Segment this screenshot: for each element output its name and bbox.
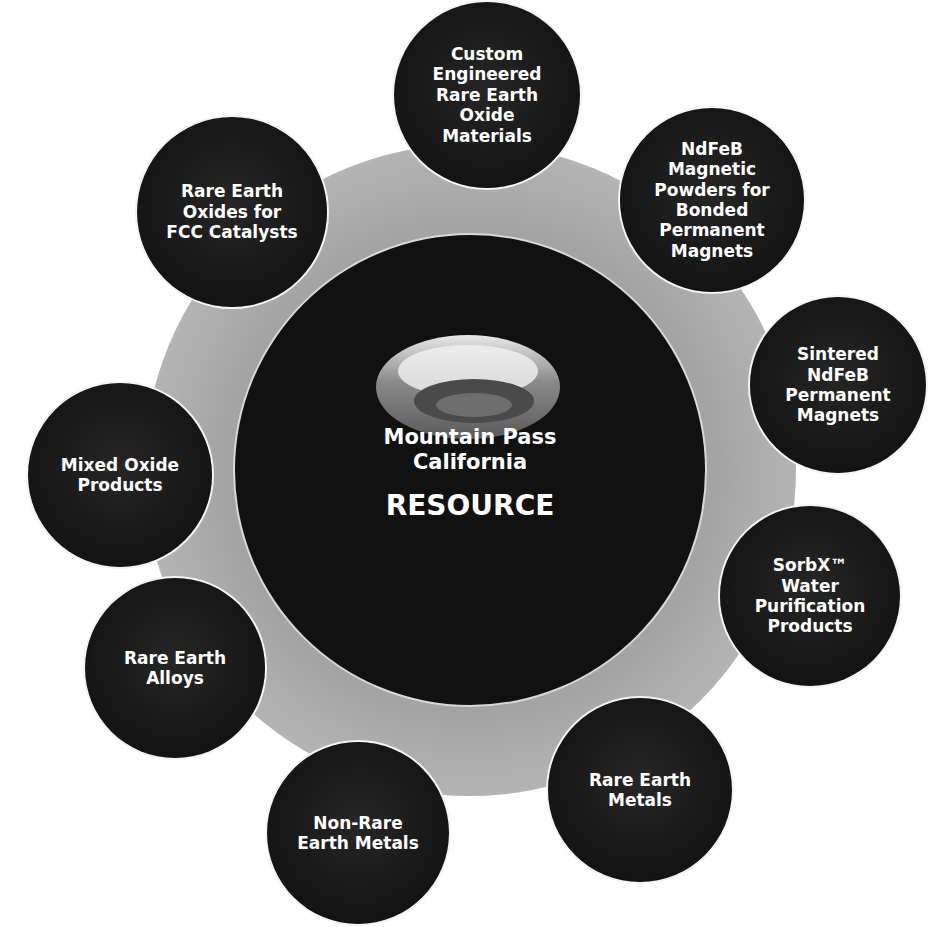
circle-text-wrap: Custom Engineered Rare Earth Oxide Mater… (421, 44, 553, 146)
product-label: Mixed Oxide Products (55, 455, 186, 496)
circle-text-wrap: SorbX™ Water Purification Products (746, 555, 874, 637)
product-label: Sintered NdFeB Permanent Magnets (776, 344, 901, 426)
product-circle: Sintered NdFeB Permanent Magnets (750, 297, 926, 473)
product-circle: Rare Earth Metals (548, 698, 732, 882)
mine-pit (376, 335, 560, 439)
product-label: Rare Earth Metals (575, 770, 706, 811)
mine-bench (436, 393, 512, 417)
mine-floor (414, 379, 534, 423)
product-circle: Rare Earth Oxides for FCC Catalysts (137, 117, 327, 307)
resource-heading: RESOURCE (386, 489, 555, 523)
product-label: Rare Earth Oxides for FCC Catalysts (165, 181, 300, 242)
product-label: Custom Engineered Rare Earth Oxide Mater… (421, 44, 553, 146)
circle-text-wrap: Mixed Oxide Products (55, 455, 186, 496)
circle-text-wrap: Rare Earth Alloys (111, 648, 239, 689)
product-label: NdFeB Magnetic Powders for Bonded Perman… (647, 139, 778, 261)
circle-text-wrap: NdFeB Magnetic Powders for Bonded Perman… (647, 139, 778, 261)
product-circle: NdFeB Magnetic Powders for Bonded Perman… (620, 108, 804, 292)
product-circle: Rare Earth Alloys (85, 578, 265, 758)
product-label: Rare Earth Alloys (111, 648, 239, 689)
resource-location: Mountain Pass California (355, 425, 585, 475)
product-circle: Mixed Oxide Products (28, 383, 212, 567)
product-circle: Non-Rare Earth Metals (267, 742, 449, 924)
product-label: SorbX™ Water Purification Products (746, 555, 874, 637)
circle-text-wrap: Non-Rare Earth Metals (294, 813, 423, 854)
resource-circle: Mountain Pass CaliforniaRESOURCE (235, 235, 705, 705)
circle-text-wrap: Rare Earth Oxides for FCC Catalysts (165, 181, 300, 242)
circle-text-wrap: Sintered NdFeB Permanent Magnets (776, 344, 901, 426)
product-circle: SorbX™ Water Purification Products (720, 506, 900, 686)
circle-text-wrap: Rare Earth Metals (575, 770, 706, 811)
product-circle: Custom Engineered Rare Earth Oxide Mater… (394, 2, 580, 188)
product-label: Non-Rare Earth Metals (294, 813, 423, 854)
